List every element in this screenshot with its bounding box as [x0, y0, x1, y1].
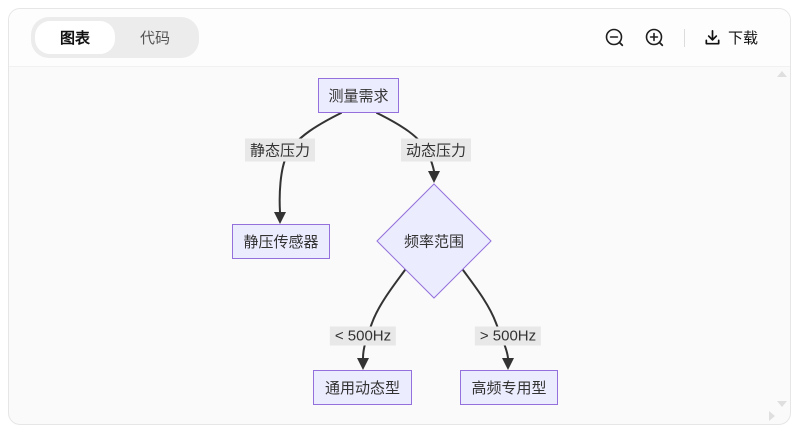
- zoom-in-button[interactable]: [644, 27, 666, 49]
- diagram-panel: 图表 代码: [8, 8, 791, 425]
- scroll-right-hint-icon: [769, 411, 775, 421]
- node-general-dynamic: 通用动态型: [313, 370, 412, 405]
- decision-node-shape: [376, 183, 492, 299]
- scroll-down-hint-icon: [777, 401, 787, 407]
- toolbar: 图表 代码: [9, 9, 790, 67]
- arrowhead: [274, 212, 286, 224]
- diagram-canvas[interactable]: 测量需求 静压传感器 通用动态型 高频专用型 频率范围 静态压力 动态压力 < …: [9, 67, 790, 423]
- node-measurement-need: 测量需求: [318, 78, 399, 113]
- arrowhead: [502, 358, 514, 370]
- node-static-sensor: 静压传感器: [232, 224, 330, 259]
- arrowhead: [357, 358, 369, 370]
- tab-code[interactable]: 代码: [140, 30, 171, 47]
- toolbar-divider: [683, 28, 685, 47]
- edge-label-static-pressure: 静态压力: [244, 138, 316, 162]
- edge-gt-500hz: [462, 269, 509, 359]
- edge-label-dynamic-pressure: 动态压力: [400, 138, 472, 162]
- edge-static-pressure: [278, 112, 342, 213]
- zoom-out-button[interactable]: [604, 27, 626, 49]
- magnifier-plus-icon: [645, 28, 664, 46]
- edges-layer: [274, 112, 514, 370]
- node-high-freq-special: 高频专用型: [460, 370, 558, 405]
- download-icon: [705, 29, 720, 45]
- edge-lt-500hz: [362, 269, 406, 359]
- edge-label-gt-500hz: > 500Hz: [474, 326, 542, 346]
- view-tabs: 图表 代码: [31, 17, 200, 58]
- scroll-up-hint-icon: [777, 71, 787, 77]
- edge-label-lt-500hz: < 500Hz: [329, 326, 397, 346]
- tab-chart[interactable]: 图表: [35, 21, 116, 54]
- download-label: 下载: [727, 30, 758, 47]
- arrowhead: [428, 171, 440, 183]
- node-frequency-range-label: 频率范围: [403, 233, 465, 251]
- magnifier-minus-icon: [605, 28, 624, 46]
- download-button[interactable]: 下载: [703, 27, 758, 48]
- toolbar-controls: 下载: [604, 27, 758, 49]
